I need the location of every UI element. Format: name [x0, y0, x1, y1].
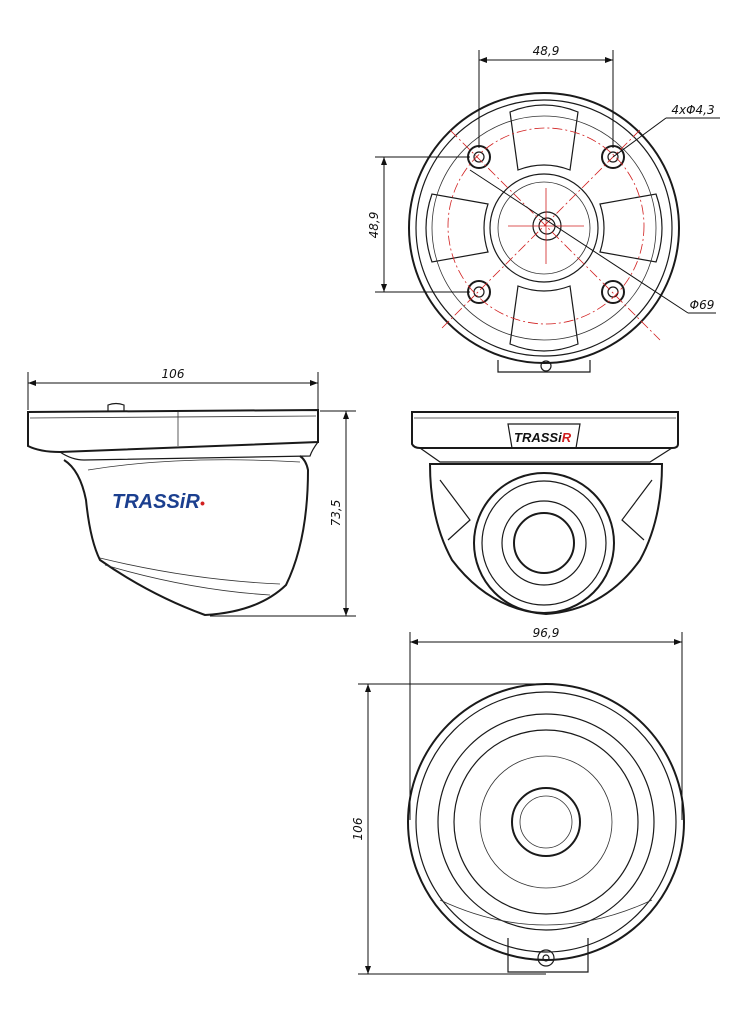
front-dome-detail-right	[621, 479, 653, 541]
diag-centerline-1	[449, 129, 661, 341]
front-lens-bezel	[501, 500, 587, 586]
front-logo: TRASSiR	[514, 430, 572, 445]
top-spoke-up	[509, 104, 579, 171]
dim-bottom-height: 106	[351, 817, 365, 840]
dim-side-width: 106	[162, 367, 185, 381]
side-base-groove	[29, 415, 317, 419]
bottom-lens	[511, 787, 581, 857]
front-lens-housing	[473, 472, 615, 614]
bottom-bump-screw	[537, 949, 555, 967]
dim-diameter: Φ69	[690, 298, 715, 312]
bottom-view: 96,9 106	[351, 626, 685, 975]
side-base-tab	[107, 402, 125, 412]
dim-side-height: 73,5	[329, 500, 343, 527]
bottom-ring	[437, 713, 655, 931]
mount-hole-tl	[467, 145, 491, 169]
mount-hole-tl-inner	[473, 151, 485, 163]
side-base	[27, 408, 319, 454]
bottom-lens-inner	[519, 795, 573, 849]
top-spoke-down	[509, 285, 579, 352]
mount-hole-br	[601, 280, 625, 304]
side-dome	[63, 455, 310, 617]
mount-hole-bl	[467, 280, 491, 304]
bottom-outer	[407, 683, 685, 961]
mount-hole-bl-inner	[473, 286, 485, 298]
dim-holes: 4xΦ4,3	[671, 103, 714, 117]
bolt-circle-centerline	[447, 127, 645, 325]
mount-hole-br-inner	[607, 286, 619, 298]
front-lens	[513, 512, 575, 574]
side-dome-lower	[99, 557, 281, 585]
bottom-ring-3	[479, 755, 613, 889]
side-view: TRASSiR• 106 73,5	[27, 367, 356, 617]
front-dome-detail-left	[439, 479, 471, 541]
bottom-outer-2	[415, 691, 677, 953]
dim-top-height: 48,9	[367, 212, 381, 239]
diag-centerline-2	[439, 129, 641, 331]
dim-top-width: 48,9	[533, 44, 560, 58]
top-bump-screw	[540, 360, 552, 372]
side-logo: TRASSiR•	[112, 491, 205, 513]
front-dome	[428, 463, 664, 616]
holes-leader	[612, 117, 667, 158]
side-dome-lower-2	[104, 564, 271, 596]
top-hub-inner	[497, 181, 591, 275]
diameter-leader	[469, 169, 689, 314]
bottom-ring-2	[453, 729, 639, 915]
bottom-arc	[439, 899, 653, 926]
front-lens-ring	[481, 480, 607, 606]
top-bump	[497, 360, 591, 373]
front-logo-plate	[507, 423, 581, 449]
bottom-bump-screw-inner	[542, 954, 550, 962]
top-inner-ring	[415, 99, 673, 357]
top-hub-outer	[489, 173, 599, 283]
mount-hole-tr-inner	[607, 151, 619, 163]
top-view: 48,9 48,9 4xΦ4,3 Φ69	[367, 44, 720, 373]
top-outer-ring	[408, 92, 680, 364]
front-view: TRASSiR	[411, 411, 679, 616]
side-dome-rim	[87, 459, 301, 471]
top-inner-ring-2	[431, 115, 657, 341]
front-neck	[419, 447, 673, 463]
dim-bottom-width: 96,9	[533, 626, 560, 640]
top-spoke-left	[425, 193, 489, 263]
top-spoke-right	[599, 193, 663, 263]
bottom-bump	[507, 938, 589, 973]
side-neck	[59, 441, 319, 461]
